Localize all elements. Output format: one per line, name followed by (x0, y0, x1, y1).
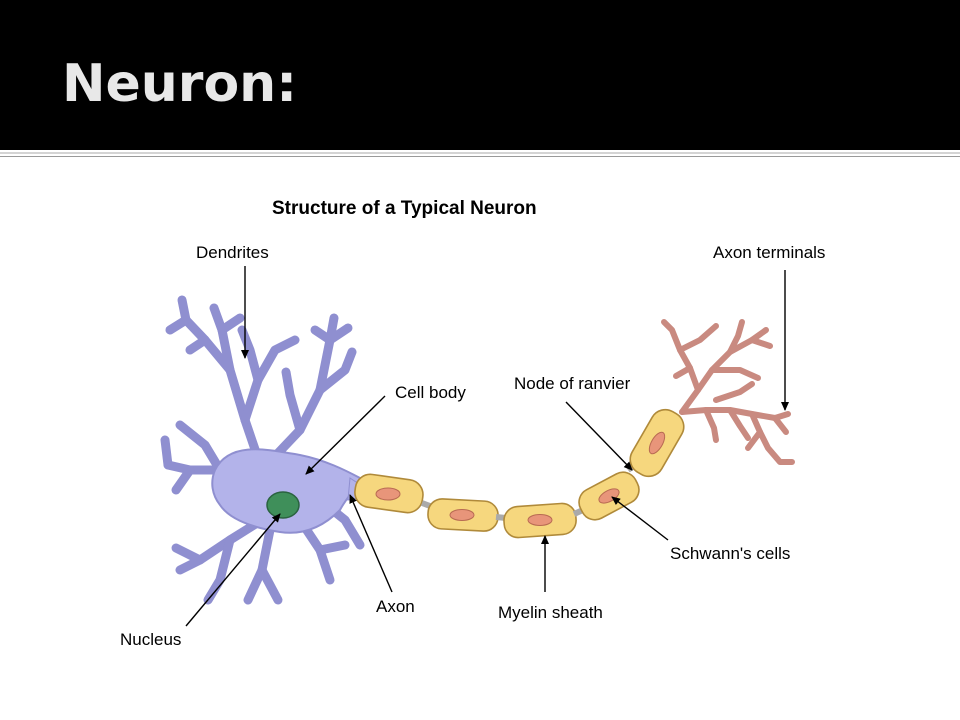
schwann-cell-4 (578, 471, 640, 521)
nucleus (266, 491, 300, 519)
diagram-labels: Dendrites Axon terminals Cell body Node … (120, 243, 825, 649)
cell-body (160, 295, 365, 605)
schwann-cell-1 (354, 473, 424, 514)
slide-header: Neuron: (0, 0, 960, 150)
soma (211, 448, 361, 534)
label-node-of-ranvier: Node of ranvier (514, 374, 631, 393)
label-cell-body: Cell body (395, 383, 466, 402)
nucleus-pointer (185, 513, 281, 627)
header-divider (0, 152, 960, 154)
label-myelin-sheath: Myelin sheath (498, 603, 603, 622)
label-axon: Axon (376, 597, 415, 616)
axon-terminals (661, 319, 795, 465)
label-nucleus: Nucleus (120, 630, 181, 649)
schwann-cell-2 (427, 498, 499, 532)
label-axon-terminals: Axon terminals (713, 243, 825, 262)
axon-pointer (349, 494, 393, 593)
slide-title: Neuron: (62, 54, 297, 114)
schwann-cell-3 (503, 502, 577, 539)
header-divider-thin (0, 156, 960, 157)
myelin-sheath (354, 408, 685, 539)
label-schwanns-cells: Schwann's cells (670, 544, 790, 563)
label-dendrites: Dendrites (196, 243, 269, 262)
node-of-ranvier-pointer (565, 401, 633, 471)
node-of-ranvier-1 (420, 500, 432, 509)
schwanns-cells-pointer (611, 496, 669, 541)
diagram-title: Structure of a Typical Neuron (272, 198, 537, 219)
cell-body-pointer (305, 395, 386, 475)
callouts (185, 266, 789, 627)
schwann-cell-5 (629, 408, 685, 478)
